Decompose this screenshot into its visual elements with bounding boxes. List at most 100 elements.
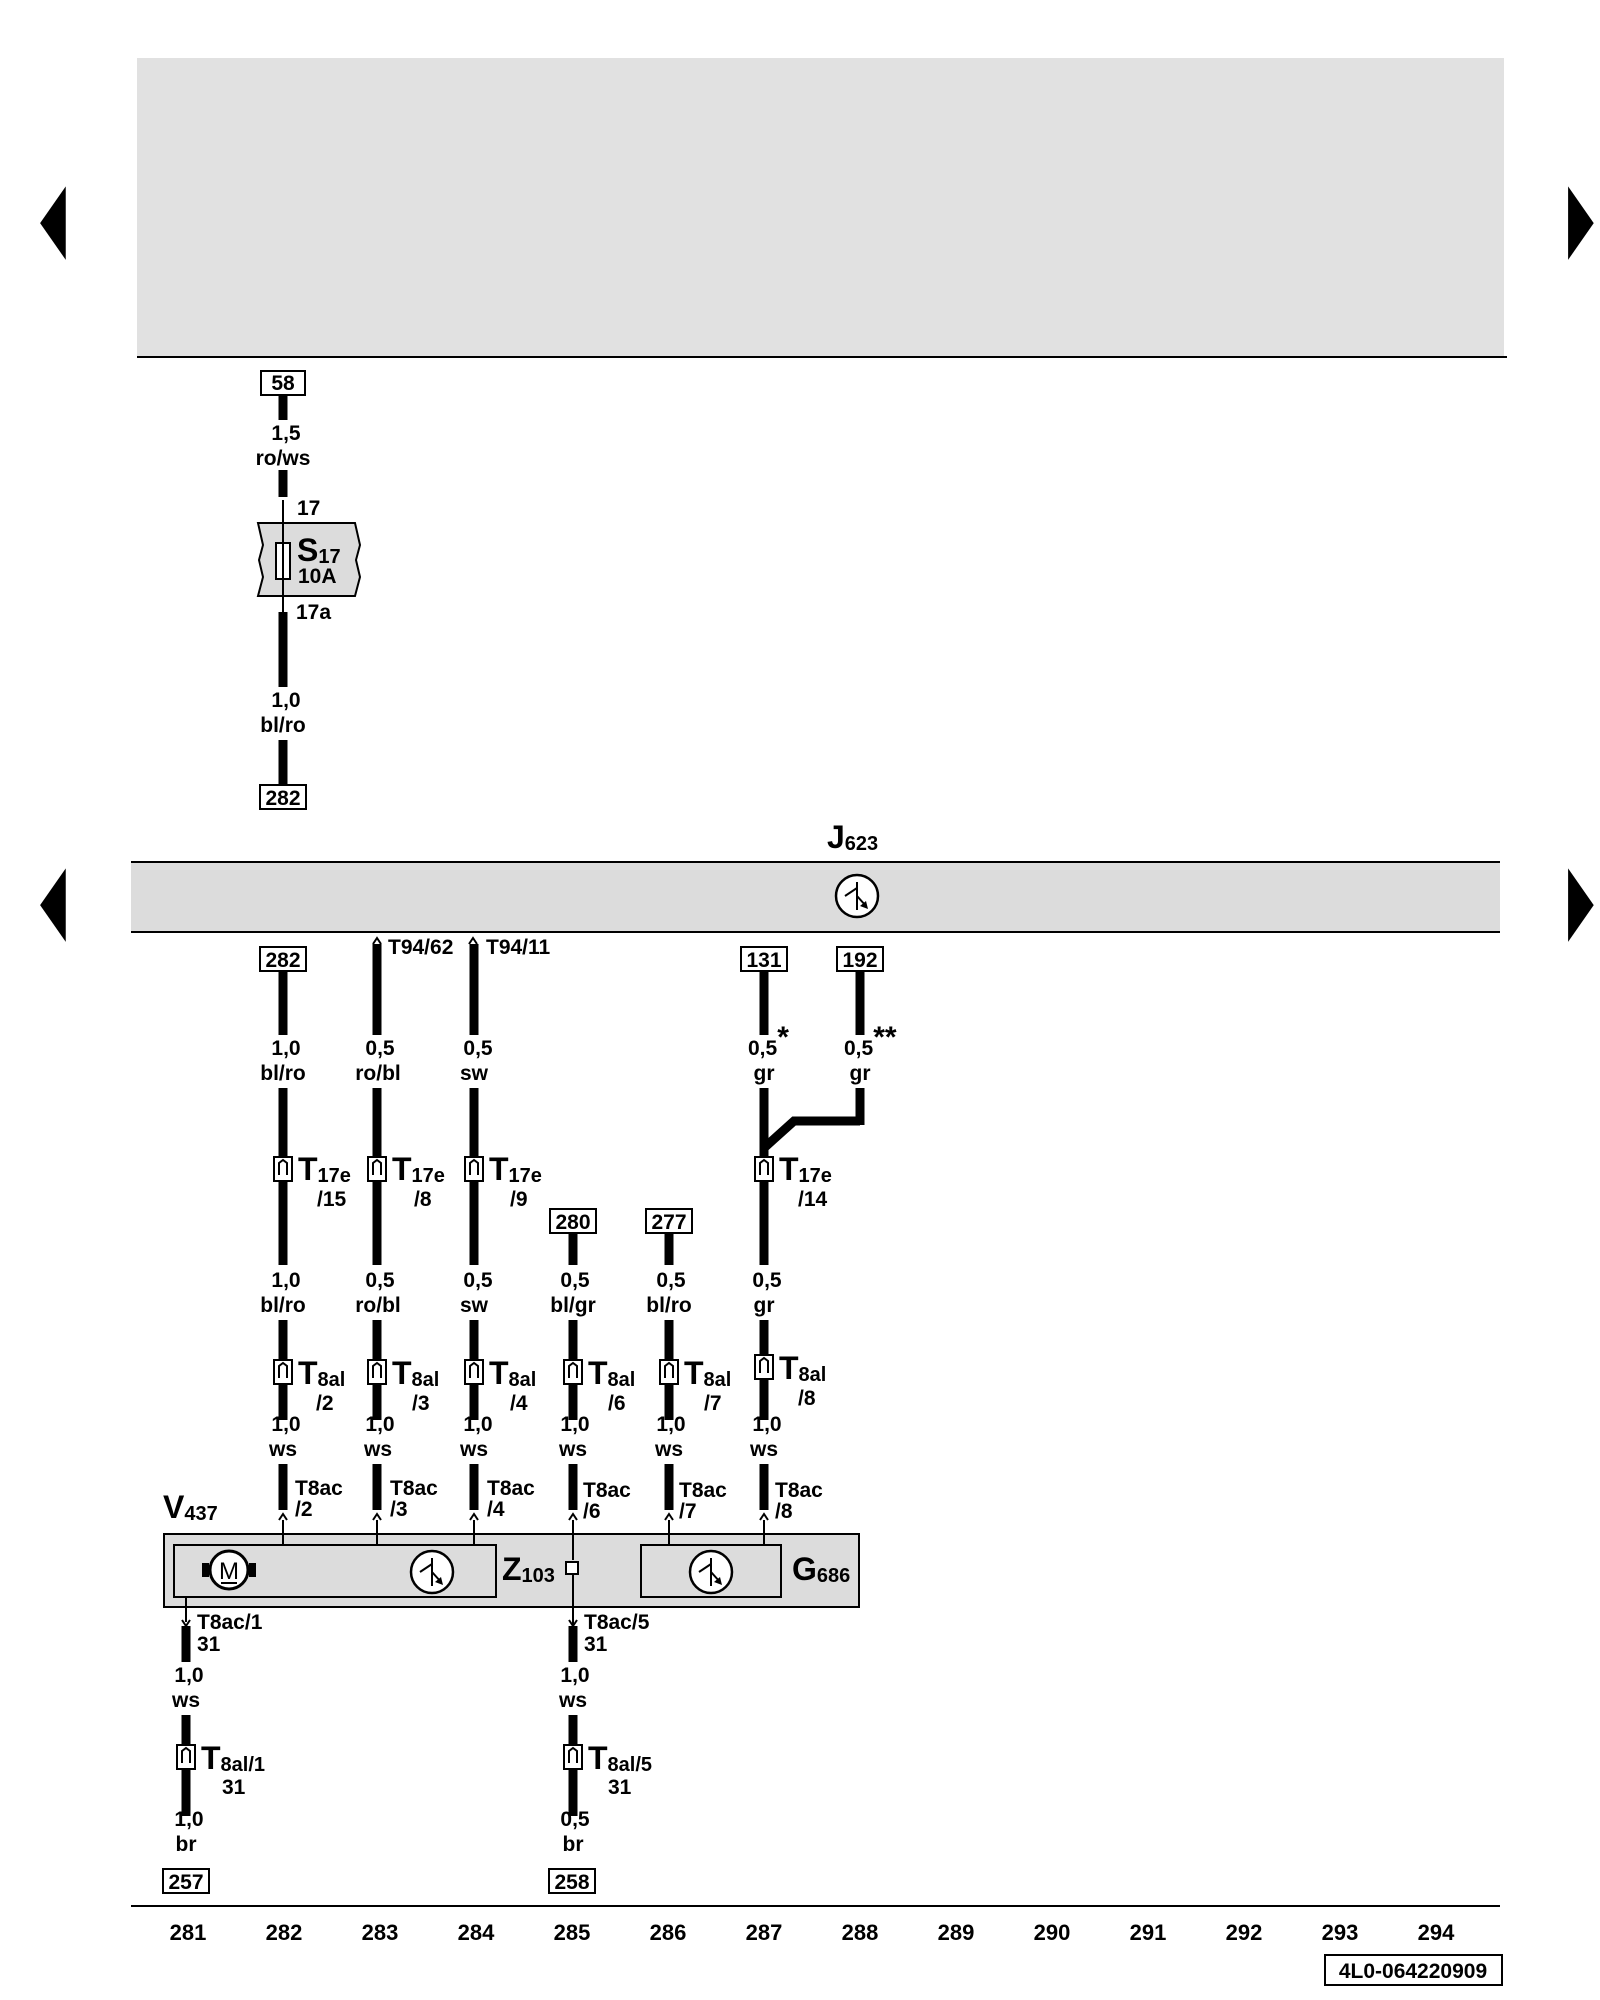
t8ac-2-pin: /2 bbox=[295, 1498, 313, 1521]
t8al-3-pin: /3 bbox=[412, 1392, 430, 1415]
low-r2-color: br bbox=[563, 1833, 584, 1856]
w3-b-size: 1,0 bbox=[365, 1413, 394, 1436]
wire-size-out: 1,0 bbox=[271, 689, 300, 712]
low-l2-color: br bbox=[176, 1833, 197, 1856]
w1-size: 1,0 bbox=[271, 1037, 300, 1060]
t17e-15-label: T17e bbox=[298, 1151, 351, 1187]
low-r-size: 1,0 bbox=[560, 1664, 589, 1687]
nav-arrow-left-top[interactable]: ◀ bbox=[40, 163, 66, 270]
top-band bbox=[137, 58, 1504, 356]
w3-e-color: ws bbox=[654, 1438, 683, 1461]
t8al-1-gnd: 31 bbox=[222, 1776, 246, 1799]
connector-t17e-14 bbox=[754, 1156, 774, 1182]
t8ac-1-gnd: 31 bbox=[197, 1633, 221, 1656]
ref-282[interactable]: 282 bbox=[265, 949, 300, 972]
we-size: 0,5 bbox=[656, 1269, 686, 1292]
t17e-14-pin: /14 bbox=[798, 1188, 828, 1211]
t17e-9-pin: /9 bbox=[510, 1188, 528, 1211]
w2-size: 0,5 bbox=[365, 1037, 395, 1060]
t8ac-4-pin: /4 bbox=[487, 1498, 505, 1521]
ref-282-top[interactable]: 282 bbox=[265, 787, 300, 810]
doc-code: 4L0-064220909 bbox=[1339, 1960, 1487, 1983]
t8al-4-label: T8al bbox=[489, 1355, 536, 1391]
w3-c-color: ws bbox=[459, 1438, 488, 1461]
ref-280[interactable]: 280 bbox=[555, 1211, 590, 1234]
connector-t8al-3 bbox=[367, 1359, 387, 1385]
wc-size: 0,5 bbox=[463, 1269, 493, 1292]
connector-t8al-8 bbox=[754, 1354, 774, 1380]
column-number-294: 294 bbox=[1418, 1920, 1455, 1945]
t8ac-7-name: T8ac bbox=[679, 1479, 727, 1502]
motor-v-id: V437 bbox=[163, 1489, 218, 1525]
t17e-8-pin: /8 bbox=[414, 1188, 432, 1211]
wd-color: bl/gr bbox=[550, 1294, 596, 1317]
t17e-8-label: T17e bbox=[392, 1151, 445, 1187]
pin-t94-11: T94/11 bbox=[486, 936, 551, 959]
connector-t8al-2 bbox=[273, 1359, 293, 1385]
column-number-285: 285 bbox=[554, 1920, 591, 1945]
t8al-6-label: T8al bbox=[588, 1355, 635, 1391]
low-r-color: ws bbox=[558, 1689, 587, 1712]
t8al-8-pin: /8 bbox=[798, 1387, 816, 1410]
t8al-1-label: T8al/1 bbox=[201, 1740, 265, 1776]
t8al-5-gnd: 31 bbox=[608, 1776, 632, 1799]
column-number-282: 282 bbox=[266, 1920, 303, 1945]
t8ac-2-name: T8ac bbox=[295, 1477, 343, 1500]
w5-size: 0,5** bbox=[844, 1021, 897, 1060]
connector-t17e-9 bbox=[464, 1156, 484, 1182]
wc-color: sw bbox=[460, 1294, 489, 1317]
w3-a-color: ws bbox=[268, 1438, 297, 1461]
ref-192[interactable]: 192 bbox=[842, 949, 877, 972]
w3-color: sw bbox=[460, 1062, 489, 1085]
t8al-5-label: T8al/5 bbox=[588, 1740, 652, 1776]
w3-f-size: 1,0 bbox=[752, 1413, 781, 1436]
column-number-288: 288 bbox=[842, 1920, 879, 1945]
wire-color-out: bl/ro bbox=[260, 714, 306, 737]
connector-t17e-8 bbox=[367, 1156, 387, 1182]
w3-f-color: ws bbox=[749, 1438, 778, 1461]
ref-58[interactable]: 58 bbox=[271, 372, 295, 395]
w3-d-size: 1,0 bbox=[560, 1413, 589, 1436]
wa-size: 1,0 bbox=[271, 1269, 300, 1292]
pin-arrows-t8ac bbox=[278, 1512, 769, 1521]
t8ac-1-label: T8ac/1 bbox=[197, 1611, 263, 1634]
pin-t94-62: T94/62 bbox=[388, 936, 453, 959]
low-l2-size: 1,0 bbox=[174, 1808, 203, 1831]
column-number-292: 292 bbox=[1226, 1920, 1263, 1945]
w3-size: 0,5 bbox=[463, 1037, 493, 1060]
t8ac-6-pin: /6 bbox=[583, 1500, 601, 1523]
svg-text:M: M bbox=[219, 1558, 239, 1585]
t8ac-8-pin: /8 bbox=[775, 1500, 793, 1523]
t8ac-6-name: T8ac bbox=[583, 1479, 631, 1502]
ref-257[interactable]: 257 bbox=[168, 1871, 203, 1894]
fuse-rating: 10A bbox=[298, 565, 337, 588]
fuse-pin-in: 17 bbox=[297, 497, 320, 520]
nav-arrow-left-mid[interactable]: ◀ bbox=[40, 845, 66, 952]
ref-131[interactable]: 131 bbox=[746, 949, 781, 972]
wb-size: 0,5 bbox=[365, 1269, 395, 1292]
t8al-7-pin: /7 bbox=[704, 1392, 722, 1415]
t17e-9-label: T17e bbox=[489, 1151, 542, 1187]
low-l-size: 1,0 bbox=[174, 1664, 203, 1687]
t8al-3-label: T8al bbox=[392, 1355, 439, 1391]
connector-t8al-1 bbox=[176, 1744, 196, 1770]
ref-258[interactable]: 258 bbox=[554, 1871, 589, 1894]
column-number-281: 281 bbox=[170, 1920, 207, 1945]
fuse-pin-out: 17a bbox=[296, 601, 331, 624]
t17e-15-pin: /15 bbox=[317, 1188, 347, 1211]
wb-color: ro/bl bbox=[355, 1294, 401, 1317]
nav-arrow-right-mid[interactable]: ▶ bbox=[1568, 845, 1594, 952]
ref-box-131 bbox=[740, 946, 788, 972]
sensor-icon bbox=[688, 1549, 734, 1595]
nav-arrow-right-top[interactable]: ▶ bbox=[1568, 163, 1594, 270]
t17e-14-label: T17e bbox=[779, 1151, 832, 1187]
connector-t17e-15 bbox=[273, 1156, 293, 1182]
wd-size: 0,5 bbox=[560, 1269, 590, 1292]
column-number-291: 291 bbox=[1130, 1920, 1167, 1945]
motor-icon: M bbox=[202, 1549, 256, 1591]
heater-z-id: Z103 bbox=[502, 1551, 555, 1587]
connector-t8al-6 bbox=[563, 1359, 583, 1385]
ref-277[interactable]: 277 bbox=[651, 1211, 686, 1234]
t8ac-5-gnd: 31 bbox=[584, 1633, 608, 1656]
